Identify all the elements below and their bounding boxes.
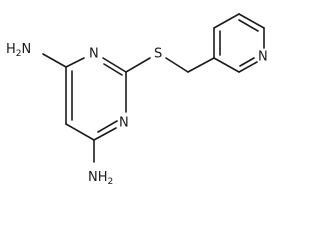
ring-nitrogen-top-label: N: [89, 47, 99, 62]
amine-top-label: H2N: [6, 42, 31, 59]
bond-c4-nh2-top: [42, 53, 67, 68]
molecule-structure-diagram: H2N N N S N NH2: [6, 13, 268, 187]
amine-top-hydrogen-count: 2: [16, 49, 22, 59]
bond-ch2-pyridine: [187, 57, 215, 73]
pyridine-ring: [213, 13, 265, 73]
amine-bottom-hydrogen: H: [98, 170, 108, 185]
bond-py-c5-c4: [213, 13, 240, 29]
ring-nitrogen-bottom-label: N: [119, 116, 129, 131]
amine-bottom-label: NH2: [88, 170, 113, 187]
bond-py-c6-c5: [238, 13, 265, 29]
bond-py-c6-c5-inner: [238, 19, 259, 32]
bond-n3-c2-inner: [103, 63, 123, 76]
bond-py-c2-n1-inner: [239, 57, 255, 67]
bond-py-c2-n1: [238, 61, 258, 73]
bond-n1-c6-inner: [97, 120, 118, 133]
bond-c2-sulfur: [125, 57, 151, 73]
amine-top-hydrogen: H: [6, 42, 16, 57]
bond-c6-c5: [65, 123, 95, 141]
bond-sulfur-ch2: [165, 57, 189, 73]
bond-n1-c6: [93, 127, 117, 141]
pyridine-nitrogen-label: N: [258, 50, 268, 65]
amine-top-nitrogen: N: [22, 42, 32, 57]
amine-bottom-nitrogen: N: [88, 170, 98, 185]
bond-c4-n3: [65, 57, 85, 68]
bond-py-c3-c2: [213, 57, 240, 73]
sulfur-label: S: [154, 47, 162, 62]
amine-bottom-hydrogen-count: 2: [108, 177, 114, 187]
pyrimidine-ring: [65, 57, 127, 141]
bond-n3-c2: [102, 57, 127, 73]
